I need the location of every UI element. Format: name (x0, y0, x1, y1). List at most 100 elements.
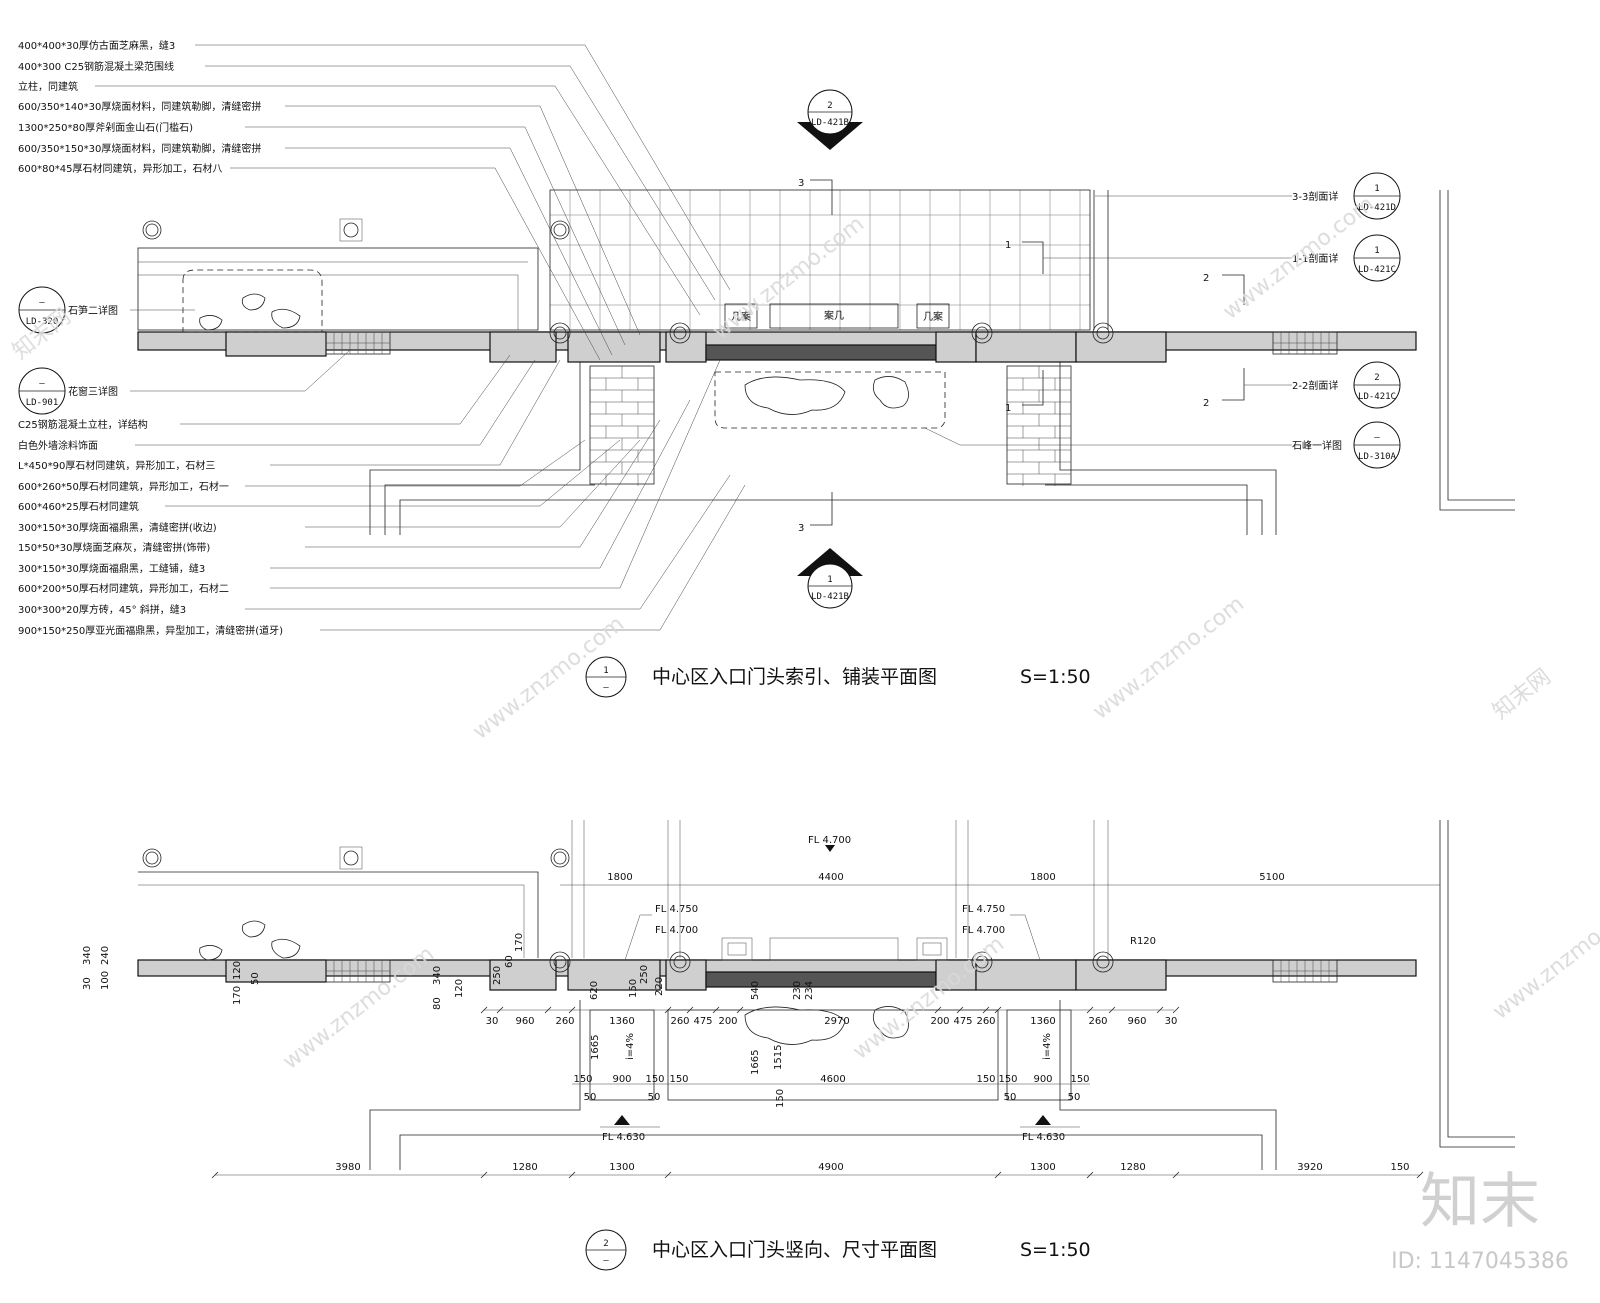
small-dim: 170 (514, 933, 525, 952)
plan-2-number: 2 (603, 1239, 608, 1249)
drawing-line (956, 1006, 964, 1014)
watermark-site: www.znzmo.com (708, 211, 869, 344)
inner-dim: 900 (1033, 1074, 1052, 1085)
inner-dim: 150 (1070, 1074, 1089, 1085)
small-dim: 80 (432, 997, 443, 1010)
shisun-stone-2 (271, 308, 301, 329)
callout-stone-peak: 石峰一详图 — LD-310A (924, 421, 1401, 469)
small-dim: 250 (639, 965, 650, 984)
small-dim: 150 (628, 979, 639, 998)
column-2-5 (669, 951, 691, 973)
brand-id: ID: 1147045386 (1391, 1249, 1569, 1274)
watermark-site: www.znzmo.com (1088, 591, 1249, 724)
plan-1: 几案 几案 案几 3 3 1 1 2 2 2 LD-421B 1 LD (18, 39, 1515, 698)
watermark-logo: 知末网 (1488, 664, 1555, 724)
brand-mark: 知末 ID: 1147045386 (1391, 1167, 1569, 1274)
small-dim: 60 (504, 955, 515, 968)
side-table-right (916, 303, 950, 329)
svg-text:LD-421C: LD-421C (1358, 265, 1396, 275)
level-right-b: FL 4.700 (962, 925, 1005, 936)
level-top: FL 4.700 (808, 835, 851, 852)
row-dim: 1360 (1030, 1016, 1055, 1027)
svg-text:LD-310A: LD-310A (1358, 452, 1397, 462)
row-dim: 475 (953, 1016, 972, 1027)
cut-2-label-top: 2 (1203, 273, 1209, 284)
shisun-2-stone-1 (241, 920, 266, 938)
drawing-line (664, 1171, 672, 1179)
leader-lines-bottom (135, 354, 746, 631)
drawing-line (211, 1171, 219, 1179)
note-7: 600*80*45厚石材同建筑，异形加工，石材八 (18, 162, 223, 175)
row-dim: 2970 (824, 1016, 849, 1027)
column-2-1 (142, 848, 162, 868)
bottom-dim: 1280 (512, 1162, 537, 1173)
cut-2-top (1222, 274, 1245, 305)
note-4: 600/350*140*30厚烧面材料，同建筑勒脚，清缝密拼 (18, 100, 261, 113)
svg-text:LD-421B: LD-421B (811, 592, 849, 602)
wall-segment-left (225, 331, 327, 357)
side-table-left (724, 303, 758, 329)
paving-2-left (369, 1000, 581, 1170)
planter-bed (137, 247, 539, 331)
pier-6 (1075, 331, 1167, 363)
level-left-a: FL 4.750 (655, 904, 698, 915)
side-table-left-label: 几案 (731, 310, 751, 323)
building-wall-outer (1439, 190, 1515, 511)
drawing-line (1156, 1006, 1164, 1014)
shisun-bed-outline (182, 269, 323, 333)
row-dim: 960 (1127, 1016, 1146, 1027)
column-2-4 (549, 951, 571, 973)
row-dim: 260 (976, 1016, 995, 1027)
row-dim: 30 (486, 1016, 499, 1027)
svg-text:1-1剖面详: 1-1剖面详 (1292, 252, 1338, 265)
plan-1-scale: S=1:50 (1020, 666, 1091, 688)
bottom-dims: 3980 1280 1300 4900 1300 1280 3920 (335, 1162, 1322, 1173)
note-12: 600*460*25厚石材同建筑 (18, 500, 139, 513)
cut-1-label-top: 1 (1005, 240, 1011, 251)
small-dim: 50 (1068, 1092, 1081, 1103)
note-3: 立柱，同建筑 (18, 80, 78, 93)
note-9: 白色外墙涂料饰面 (18, 439, 98, 452)
top-dim-1: 1800 (607, 872, 632, 883)
row-dim: 200 (718, 1016, 737, 1027)
lattice-window-2-right (1272, 959, 1338, 983)
lattice-window-2-left (325, 959, 391, 983)
building-wall-2-inner (1447, 820, 1515, 1138)
svg-text:2: 2 (1374, 373, 1379, 383)
rock-garden-outline (714, 371, 946, 429)
note-6: 600/350*150*30厚烧面材料，同建筑勒脚，清缝密拼 (18, 142, 261, 155)
pier-2 (567, 331, 661, 363)
level-right-a: FL 4.750 (962, 904, 1005, 915)
note-2: 400*300 C25钢筋混凝土梁范围线 (18, 60, 174, 73)
cut-3-label-top: 3 (798, 178, 804, 189)
stone-feature-small (872, 376, 909, 409)
svg-text:LD-320: LD-320 (26, 317, 59, 327)
callout-section-2: 2-2剖面详 2 LD-421C (1244, 361, 1401, 409)
shisun-2-stone-2 (271, 938, 301, 959)
column-1 (142, 220, 162, 240)
paving-ring-right (1059, 360, 1277, 535)
small-dim: 50 (648, 1092, 661, 1103)
small-dim: 620 (589, 981, 600, 1000)
small-dim: 50 (250, 972, 261, 985)
top-dim-3: 1800 (1030, 872, 1055, 883)
note-17: 300*300*20厚方砖，45° 斜拼，缝3 (18, 603, 186, 616)
inner-dims: 150 900 150 150 4600 150 150 900 150 (573, 1074, 1089, 1085)
shisun-2-stone-3 (199, 945, 223, 961)
drawing-line (1172, 1171, 1180, 1179)
small-dim: 120 (232, 961, 243, 980)
drawing-line (686, 1006, 694, 1014)
pier-2-4 (935, 959, 977, 991)
console-table-2 (769, 937, 899, 961)
inner-dim: 150 (573, 1074, 592, 1085)
svg-text:1: 1 (1374, 246, 1379, 256)
callout-shisun: — LD-320 石笋二详图 (18, 286, 195, 334)
threshold-stone-2 (705, 971, 937, 988)
frame-lines-2 (571, 820, 1109, 958)
pier-2-1 (489, 959, 557, 991)
drawing-line (544, 1006, 552, 1014)
row-dim: 200 (930, 1016, 949, 1027)
brand-logo: 知末 (1420, 1167, 1540, 1237)
notes-bottom: C25钢筋混凝土立柱，详结构 白色外墙涂料饰面 L*450*90厚石材同建筑，异… (18, 418, 283, 637)
note-11: 600*260*50厚石材同建筑，异形加工，石材一 (18, 480, 229, 493)
